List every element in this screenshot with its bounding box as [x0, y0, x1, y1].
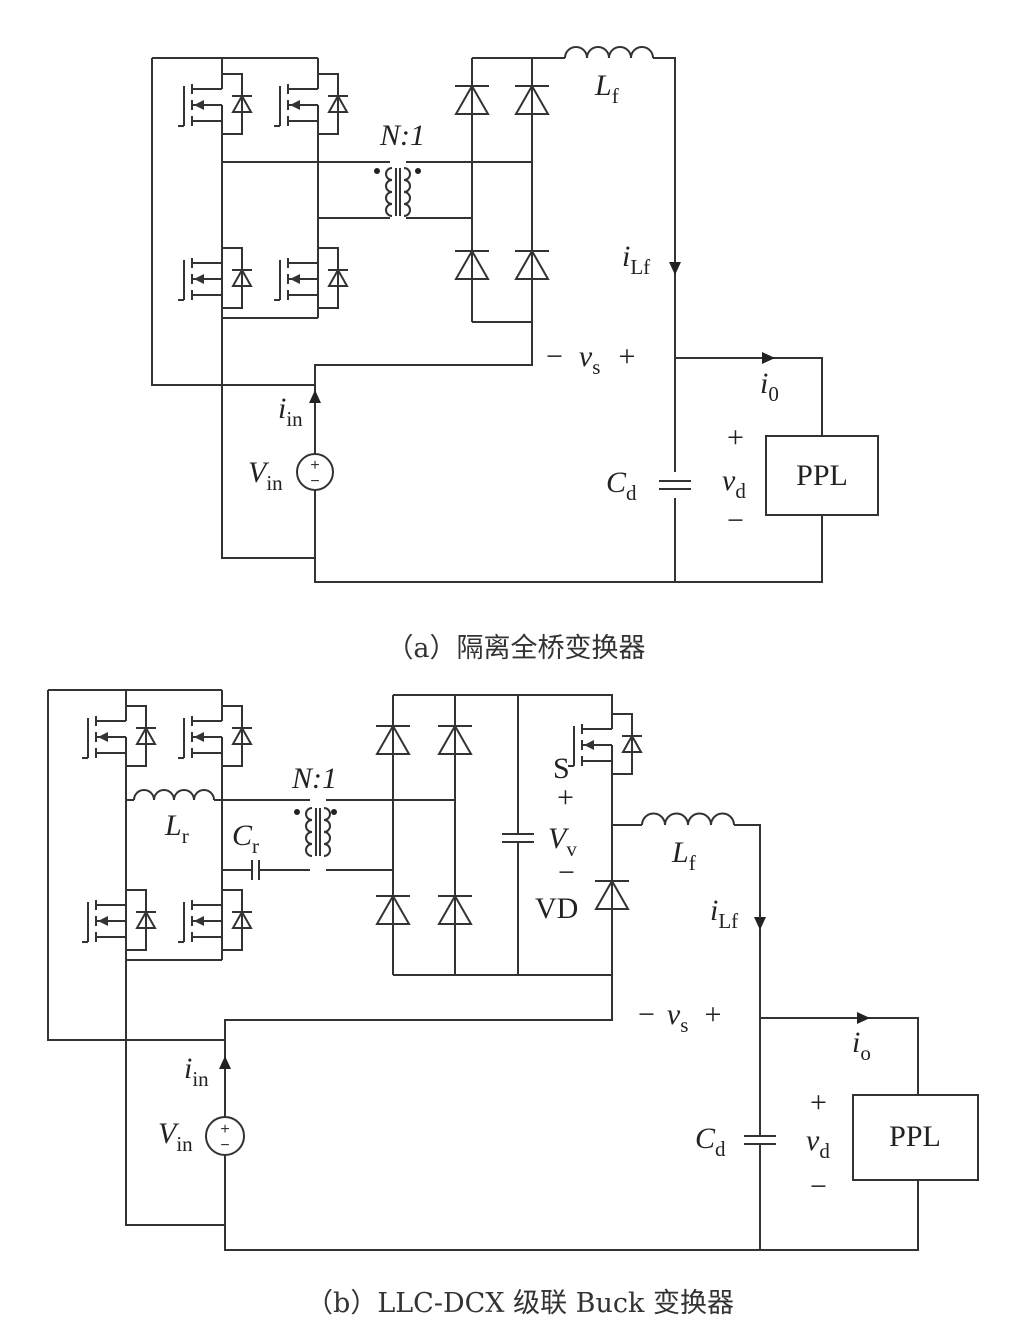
label-vd-diode: VD	[535, 892, 578, 925]
capacitor-cd	[658, 480, 692, 490]
label-vd-minus: −	[810, 1170, 827, 1203]
wire	[675, 357, 823, 436]
caption-b: （b）LLC-DCX 级联 Buck 变换器	[306, 1288, 734, 1319]
label-ilf: iLf	[710, 894, 738, 933]
svg-text:−: −	[220, 1137, 229, 1154]
inductor-lf	[564, 46, 654, 59]
transformer-ratio: N:1	[291, 762, 337, 795]
label-cr: Cr	[232, 819, 259, 858]
wire	[151, 58, 315, 386]
capacitor-vv	[501, 833, 535, 843]
arrow-io	[857, 1012, 870, 1024]
label-vv: Vv	[548, 822, 577, 861]
label-ilf: iLf	[622, 240, 650, 279]
label-cd: Cd	[695, 1122, 726, 1161]
label-vd-minus: −	[727, 504, 744, 537]
label-s: S	[553, 752, 570, 785]
label-lr: Lr	[164, 809, 189, 848]
label-vd: vd	[806, 1124, 830, 1163]
label-lf: Lf	[594, 69, 619, 108]
load-ppl-box	[852, 1094, 979, 1181]
inductor-lr	[133, 789, 215, 801]
svg-text:−: −	[310, 473, 319, 490]
wire	[653, 57, 676, 472]
label-vd: vd	[722, 464, 746, 503]
label-iin: iin	[278, 392, 303, 431]
label-vv-minus: −	[558, 856, 575, 889]
voltage-source-vin: + −	[296, 453, 334, 491]
label-vin: Vin	[248, 456, 283, 495]
switch-s	[567, 703, 643, 785]
label-lf: Lf	[671, 836, 696, 875]
diagram-b: + − N:1 Lr Cr S + Vv − VD Lf iLf −vs+ io…	[81, 695, 979, 1319]
wire	[314, 58, 533, 454]
svg-text:+: +	[310, 457, 319, 474]
arrow-iin	[219, 1056, 231, 1069]
label-vv-plus: +	[557, 781, 574, 814]
mosfet-q1	[177, 63, 253, 145]
load-ppl-label: PPL	[796, 459, 848, 492]
label-vs: −vs+	[546, 340, 635, 379]
load-ppl-box	[765, 435, 879, 516]
label-i0: i0	[760, 367, 779, 406]
wire	[393, 694, 613, 704]
transformer-ratio: N:1	[379, 119, 425, 152]
mosfet-q3	[177, 237, 253, 319]
arrow-i0	[762, 352, 775, 364]
capacitor-cr	[251, 860, 260, 880]
arrow-iin	[309, 390, 321, 403]
wire	[734, 824, 761, 1136]
label-vd-plus: +	[810, 1086, 827, 1119]
label-iin: iin	[184, 1052, 209, 1091]
arrow-ilf	[754, 917, 766, 930]
svg-text:+: +	[220, 1121, 229, 1138]
wire	[314, 490, 823, 583]
wire	[760, 1017, 919, 1095]
mosfet-q4	[273, 237, 349, 319]
mosfet-q2	[177, 695, 253, 777]
mosfet-q3	[81, 879, 157, 961]
voltage-source-vin: + −	[205, 1116, 245, 1156]
mosfet-q4	[177, 879, 253, 961]
label-vin: Vin	[158, 1117, 193, 1156]
mosfet-q1	[81, 695, 157, 777]
label-vs: −vs+	[638, 998, 721, 1037]
label-cd: Cd	[606, 466, 637, 505]
wire	[47, 690, 225, 1041]
inductor-lf	[641, 812, 735, 826]
diagram-a: + − N:1 Lf iLf −vs+ i0 iin Vin Cd + vd −…	[177, 46, 879, 664]
wire	[224, 1155, 919, 1251]
label-io: io	[852, 1026, 871, 1065]
wire	[125, 960, 225, 1226]
load-ppl-label: PPL	[889, 1120, 941, 1153]
mosfet-q2	[273, 63, 349, 145]
transformer	[374, 167, 421, 217]
arrow-ilf	[669, 262, 681, 275]
wire	[221, 318, 315, 559]
capacitor-cd	[743, 1135, 777, 1145]
caption-a: （a）隔离全桥变换器	[386, 633, 645, 664]
label-vd-plus: +	[727, 421, 744, 454]
transformer	[294, 807, 337, 857]
